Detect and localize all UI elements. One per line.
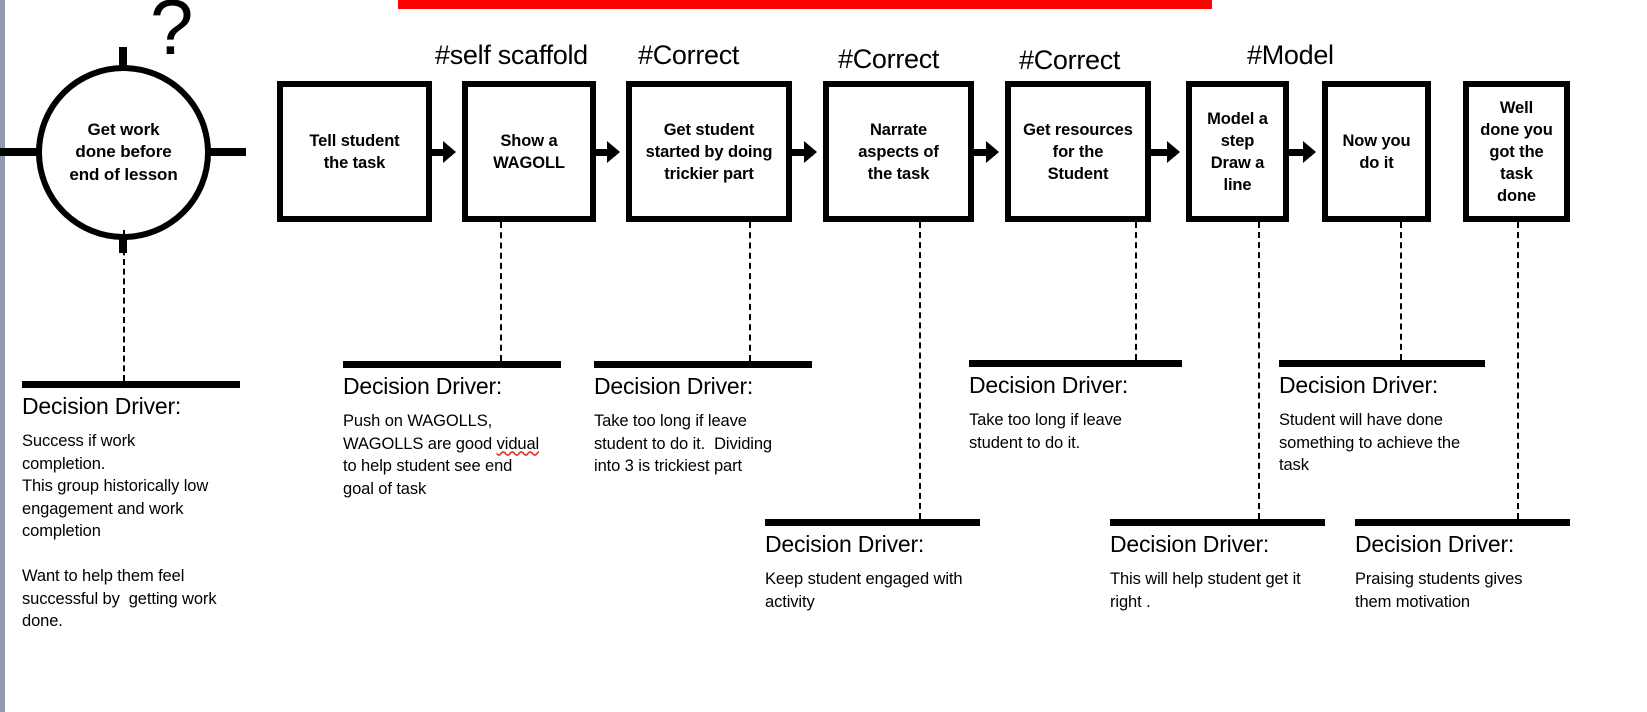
dashed-connector bbox=[1135, 222, 1137, 360]
decision-driver-body: Take too long if leave student to do it.… bbox=[594, 412, 772, 475]
decision-driver-rule bbox=[969, 360, 1182, 367]
flow-arrow bbox=[792, 141, 817, 163]
decision-driver-rule bbox=[1279, 360, 1485, 367]
decision-driver-body: Praising students gives them motivation bbox=[1355, 570, 1523, 611]
question-mark-glyph: ? bbox=[150, 0, 193, 66]
goal-node: ? Get work done before end of lesson bbox=[0, 0, 280, 260]
dashed-connector bbox=[1517, 222, 1519, 519]
dashed-connector bbox=[500, 222, 502, 361]
decision-driver-rule bbox=[594, 361, 812, 368]
decision-driver-dd-narrate: Decision Driver: Keep student engaged wit… bbox=[765, 519, 980, 613]
hashtag-label: #Model bbox=[1247, 40, 1334, 70]
goal-label-line-2: done before bbox=[75, 142, 172, 162]
dashed-connector bbox=[1258, 222, 1260, 519]
red-highlight-bar bbox=[398, 0, 1212, 9]
decision-driver-title: Decision Driver: bbox=[594, 373, 754, 399]
decision-driver-title: Decision Driver: bbox=[22, 393, 182, 419]
dashed-connector bbox=[1400, 222, 1402, 360]
decision-driver-title: Decision Driver: bbox=[1279, 372, 1439, 398]
hashtag-label: #Correct bbox=[1019, 45, 1121, 75]
decision-driver-title: Decision Driver: bbox=[1355, 531, 1515, 557]
decision-driver-dd-goal: Decision Driver: Success if work completi… bbox=[22, 381, 240, 633]
question-mark-text: ? bbox=[150, 0, 194, 71]
dashed-connector bbox=[919, 222, 921, 519]
decision-driver-body: This will help student get it right . bbox=[1110, 570, 1301, 611]
misspelled-word: vidual bbox=[496, 434, 540, 453]
left-page-edge-strip bbox=[0, 0, 5, 712]
flow-arrow bbox=[432, 141, 456, 163]
decision-driver-title: Decision Driver: bbox=[1110, 531, 1270, 557]
decision-driver-dd-get-student-started: Decision Driver: Take too long if leave s… bbox=[594, 361, 812, 478]
decision-driver-body: Push on WAGOLLS, WAGOLLS are good vidual… bbox=[343, 412, 540, 498]
decision-driver-body: Take too long if leave student to do it. bbox=[969, 411, 1122, 452]
decision-driver-rule bbox=[765, 519, 980, 526]
decision-driver-dd-get-resources: Decision Driver: Take too long if leave s… bbox=[969, 360, 1182, 454]
decision-driver-dd-show-wagoll: Decision Driver: Push on WAGOLLS, WAGOLLS… bbox=[343, 361, 561, 500]
flow-arrow bbox=[596, 141, 620, 163]
decision-driver-title: Decision Driver: bbox=[765, 531, 925, 557]
hashtag-label: #Correct bbox=[638, 40, 740, 70]
decision-driver-rule bbox=[343, 361, 561, 368]
dashed-connector bbox=[123, 230, 125, 381]
decision-driver-body: Student will have done something to achi… bbox=[1279, 411, 1461, 474]
decision-driver-dd-well-done: Decision Driver: Praising students gives … bbox=[1355, 519, 1570, 613]
decision-driver-rule bbox=[22, 381, 240, 388]
decision-driver-dd-now-you-do-it: Decision Driver: This will help student g… bbox=[1110, 519, 1325, 613]
decision-driver-body: Success if work completion. This group h… bbox=[22, 432, 217, 630]
flow-arrow bbox=[1151, 141, 1180, 163]
decision-driver-body: Keep student engaged with activity bbox=[765, 570, 963, 611]
dashed-connector bbox=[749, 222, 751, 361]
decision-driver-title: Decision Driver: bbox=[969, 372, 1129, 398]
decision-driver-rule bbox=[1110, 519, 1325, 526]
goal-label: Get work done before end of lesson bbox=[69, 119, 177, 187]
flow-arrow bbox=[1289, 141, 1316, 163]
flow-arrow bbox=[974, 141, 999, 163]
decision-driver-dd-model-a-step: Decision Driver: Student will have done s… bbox=[1279, 360, 1485, 477]
decision-driver-title: Decision Driver: bbox=[343, 373, 503, 399]
goal-tick-right bbox=[208, 148, 246, 156]
hashtag-label: #self scaffold bbox=[435, 40, 588, 70]
goal-label-line-1: Get work bbox=[87, 119, 160, 139]
decision-driver-rule bbox=[1355, 519, 1570, 526]
goal-circle-shape: Get work done before end of lesson bbox=[36, 65, 211, 240]
hashtag-label: #Correct bbox=[838, 44, 940, 74]
goal-tick-left bbox=[0, 148, 38, 156]
goal-label-line-3: end of lesson bbox=[69, 164, 178, 184]
